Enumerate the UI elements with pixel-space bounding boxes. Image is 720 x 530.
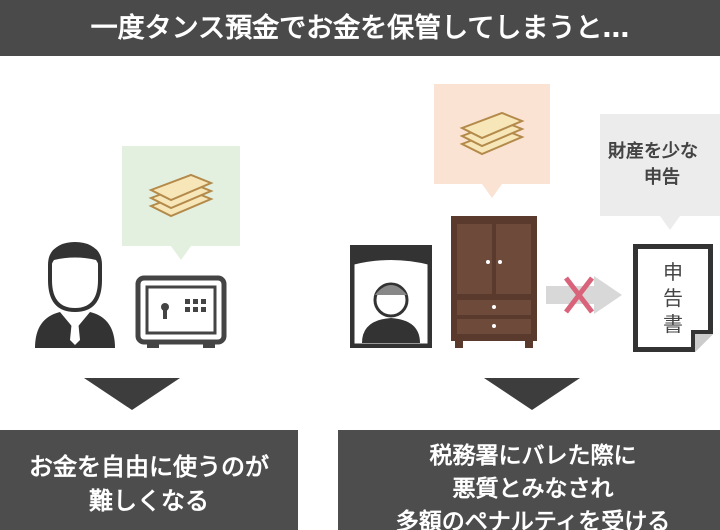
memorial-portrait-icon	[350, 245, 432, 348]
safe-icon	[135, 275, 227, 348]
bubble-line: 財産を少な	[608, 141, 698, 162]
document-char: 告	[663, 286, 683, 310]
result-line: 難しくなる	[89, 487, 209, 515]
document-char: 書	[663, 312, 683, 336]
wardrobe-icon	[451, 216, 537, 348]
money-bubble-peach	[434, 84, 550, 198]
money-stack-icon	[148, 173, 214, 218]
folded-corner-icon	[691, 330, 713, 352]
businessman-icon	[35, 242, 115, 348]
down-arrow-right	[484, 378, 580, 410]
down-arrow-left	[84, 378, 180, 410]
tax-return-document: 申 告 書	[633, 244, 713, 352]
result-line: お金を自由に使うのが	[29, 453, 269, 481]
blocked-arrow-icon	[546, 276, 622, 314]
title-bar: 一度タンス預金でお金を保管してしまうと…	[0, 0, 720, 56]
left-result-box: お金を自由に使うのが 難しくなる	[0, 430, 298, 530]
money-stack-icon	[459, 111, 525, 156]
title-text: 一度タンス預金でお金を保管してしまうと…	[90, 12, 630, 44]
right-result-box: 税務署にバレた際に 悪質とみなされ 多額のペナルティを受ける	[338, 430, 720, 530]
result-line: 税務署にバレた際に	[429, 443, 637, 469]
bubble-line: 申告	[644, 167, 680, 188]
document-char: 申	[663, 260, 683, 284]
result-line: 多額のペナルティを受ける	[395, 509, 671, 530]
result-line: 悪質とみなされ	[452, 476, 614, 502]
declaration-bubble: 財産を少な 申告	[600, 114, 720, 230]
money-bubble-green	[122, 146, 240, 260]
